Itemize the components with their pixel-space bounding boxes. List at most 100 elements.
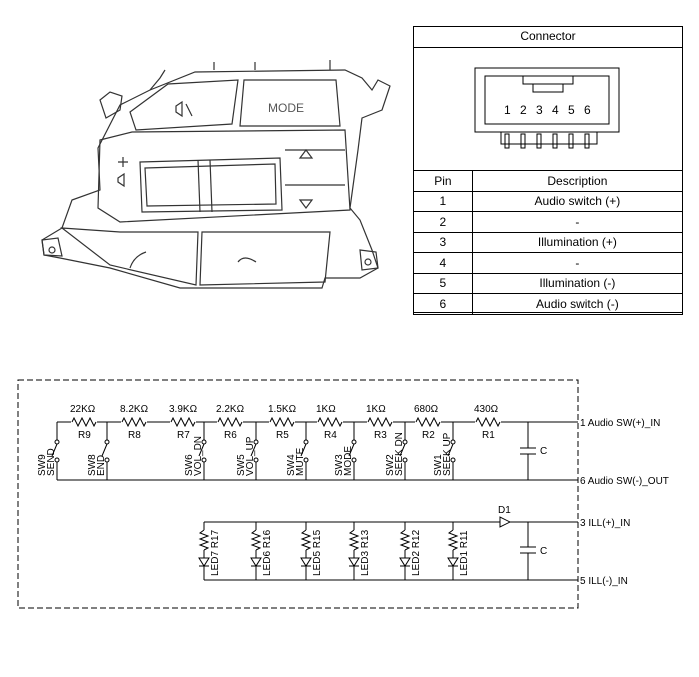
led-symbol	[348, 557, 360, 567]
resistor-value: 2.2KΩ	[216, 404, 245, 415]
steering-switch-illustration: MODE	[41, 60, 391, 289]
connector-pin-number: 5	[568, 103, 575, 117]
switch-function: SEEK DN	[394, 432, 405, 476]
led-name: LED2 R12	[411, 529, 422, 576]
resistor-value: 430Ω	[474, 404, 499, 415]
resistor-name: R8	[128, 430, 141, 441]
description-header: Description	[471, 170, 684, 192]
led-name: LED7 R17	[210, 529, 221, 576]
pin-cell: 2	[413, 211, 473, 233]
capacitor-label: C	[540, 446, 547, 457]
led-name: LED5 R15	[312, 529, 323, 576]
switch-name: SW1	[433, 454, 444, 476]
pin-header: Pin	[413, 170, 473, 192]
connector-pin	[552, 133, 558, 149]
switch-name: SW6	[184, 454, 195, 476]
switch-blade	[198, 443, 205, 457]
connector-pin-number: 3	[536, 103, 543, 117]
switch-contact	[54, 439, 60, 445]
switch-contact	[351, 439, 357, 445]
connector-pin-number: 1	[504, 103, 511, 117]
led-name: LED6 R16	[262, 529, 273, 576]
switch-function: END	[96, 455, 107, 476]
resistor-name: R2	[422, 430, 435, 441]
table-row: 4-	[413, 252, 684, 274]
table-row: 2-	[413, 211, 684, 233]
resistor	[71, 416, 97, 428]
pin-cell: 4	[413, 252, 473, 274]
led-name: LED3 R13	[360, 529, 371, 576]
pin-cell: 6	[413, 293, 473, 315]
terminal-label: 3 ILL(+)_IN	[580, 518, 630, 529]
switch-blade	[300, 443, 307, 457]
led-name: LED1 R11	[459, 530, 470, 576]
description-cell: -	[471, 252, 684, 274]
resistor-name: R9	[78, 430, 91, 441]
switch-function: SEEK UP	[442, 432, 453, 476]
circuit-schematic: 22KΩR98.2KΩR83.9KΩR72.2KΩR61.5KΩR51KΩR41…	[17, 379, 669, 609]
resistor-value: 8.2KΩ	[120, 404, 149, 415]
connector-pin-number: 4	[552, 103, 559, 117]
description-cell: Illumination (+)	[471, 231, 684, 253]
resistor-value: 22KΩ	[70, 404, 96, 415]
led-symbol	[300, 557, 312, 567]
description-cell: Illumination (-)	[471, 272, 684, 294]
terminal-label: 1 Audio SW(+)_IN	[580, 418, 660, 429]
resistor-name: R3	[374, 430, 387, 441]
connector-pin	[536, 133, 542, 149]
switch-contact	[303, 439, 309, 445]
description-cell: Audio switch (+)	[471, 190, 684, 212]
switch-blade	[447, 443, 454, 457]
resistor	[269, 416, 295, 428]
connector-pin	[568, 133, 574, 149]
pin-table-header: Pin Description	[413, 170, 684, 192]
resistor-name: R4	[324, 430, 337, 441]
description-cell: Audio switch (-)	[471, 293, 684, 315]
connector-pin	[504, 133, 510, 149]
pin-cell: 1	[413, 190, 473, 212]
switch-blade	[51, 443, 58, 457]
led-resistor	[300, 529, 312, 551]
switch-name: SW8	[87, 454, 98, 476]
switch-name: SW9	[37, 454, 48, 476]
switch-function: VOL_UP	[245, 436, 256, 476]
resistor-value: 3.9KΩ	[169, 404, 198, 415]
resistor	[415, 416, 441, 428]
terminal-label: 6 Audio SW(-)_OUT	[580, 476, 669, 487]
resistor-name: R6	[224, 430, 237, 441]
switch-blade	[348, 443, 355, 457]
connector-pin-number: 2	[520, 103, 527, 117]
capacitor-label: C	[540, 546, 547, 557]
resistor-name: R5	[276, 430, 289, 441]
led-symbol	[399, 557, 411, 567]
switch-contact	[104, 439, 110, 445]
resistor	[317, 416, 343, 428]
led-symbol	[250, 557, 262, 567]
connector-pin	[520, 133, 526, 149]
led-resistor	[399, 529, 411, 551]
resistor	[217, 416, 243, 428]
connector-pin	[584, 133, 590, 149]
switch-function: MUTE	[295, 447, 306, 476]
resistor	[121, 416, 147, 428]
resistor	[367, 416, 393, 428]
resistor-value: 1KΩ	[316, 404, 336, 415]
switch-blade	[250, 443, 257, 457]
resistor-value: 1KΩ	[366, 404, 386, 415]
diode-label: D1	[498, 505, 511, 516]
switch-blade	[101, 443, 108, 457]
switch-blade	[399, 443, 406, 457]
switch-name: SW2	[385, 454, 396, 476]
pin-cell: 3	[413, 231, 473, 253]
switch-name: SW5	[236, 454, 247, 476]
led-symbol	[447, 557, 459, 567]
switch-function: SEND	[46, 448, 57, 476]
led-resistor	[348, 529, 360, 551]
connector-pin-number: 6	[584, 103, 591, 117]
led-symbol	[198, 557, 210, 567]
